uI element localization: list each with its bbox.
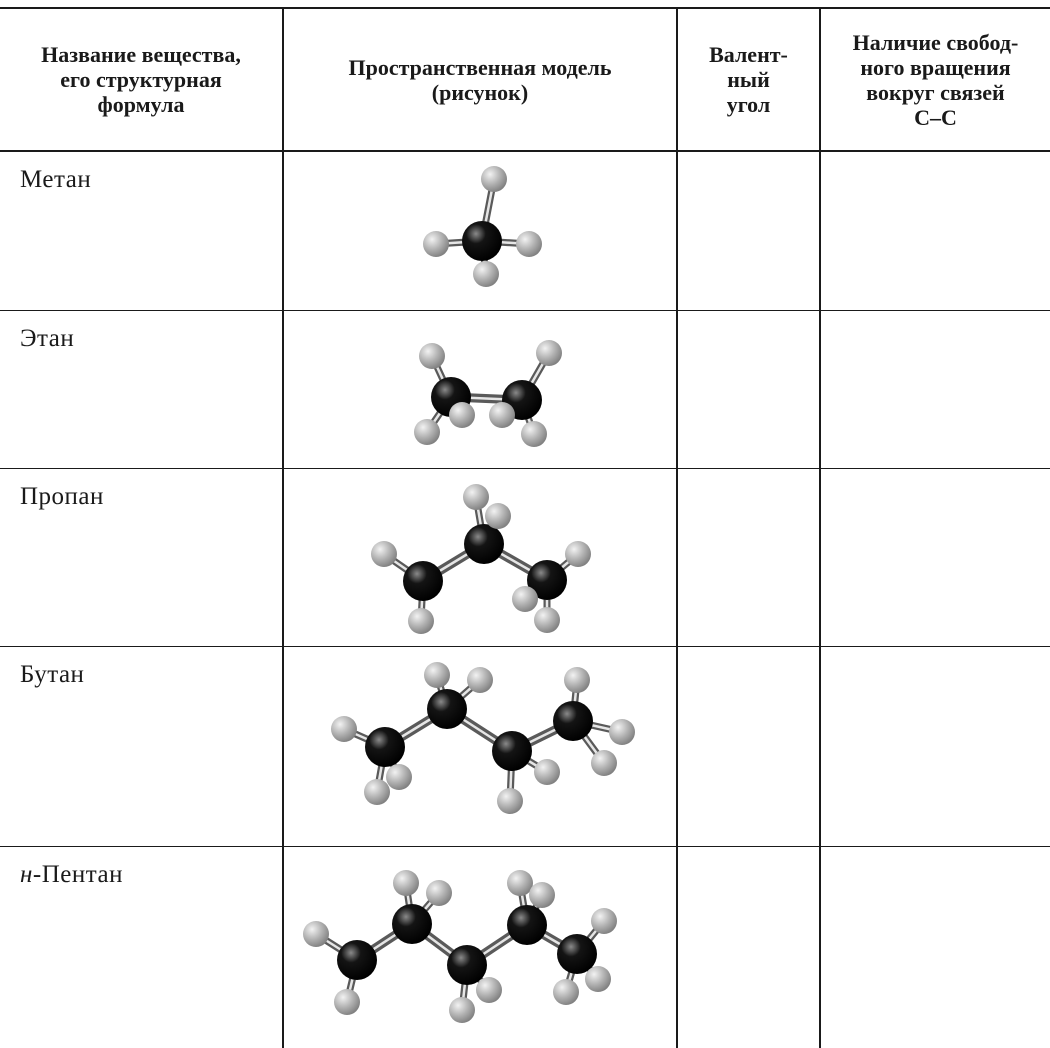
hydrogen-atom: [419, 343, 445, 369]
pentane-model: [303, 870, 617, 1023]
hydrogen-atom: [449, 997, 475, 1023]
carbon-atom: [553, 701, 593, 741]
propane-model: [371, 484, 591, 634]
row-divider-1: [0, 310, 1050, 311]
hydrogen-atom: [424, 662, 450, 688]
column-divider-2: [676, 7, 678, 1048]
header-bottom-border: [0, 150, 1050, 152]
ethane-model: [414, 340, 562, 447]
hydrogen-atom: [565, 541, 591, 567]
row-angle-methane: [678, 152, 819, 310]
header-spatial-model: Пространственная модель (рисунок): [348, 54, 612, 105]
header-free-rotation: Наличие свобод- ного вращения вокруг свя…: [852, 29, 1019, 130]
substance-name-prefix: н: [20, 861, 33, 888]
carbon-atom: [557, 934, 597, 974]
column-divider-3: [819, 7, 821, 1048]
hydrogen-atom: [489, 402, 515, 428]
hydrogen-atom: [585, 966, 611, 992]
carbon-atom: [427, 689, 467, 729]
hydrogen-atom: [408, 608, 434, 634]
substance-name: -Пентан: [32, 861, 123, 888]
hydrogen-atom: [512, 586, 538, 612]
row-rotation-pentane: [821, 847, 1050, 1048]
carbon-atom: [392, 904, 432, 944]
carbon-atom: [462, 221, 502, 261]
hydrogen-atom: [393, 870, 419, 896]
row-angle-propane: [678, 469, 819, 646]
row-rotation-ethane: [821, 311, 1050, 468]
carbon-atom: [337, 940, 377, 980]
substance-name: Этан: [20, 325, 75, 352]
hydrogen-atom: [303, 921, 329, 947]
methane-model: [423, 166, 542, 287]
header-substance-name: Название вещества, его структурная форму…: [41, 42, 241, 117]
row-rotation-butane: [821, 647, 1050, 846]
row-rotation-methane: [821, 152, 1050, 310]
row-rotation-propane: [821, 469, 1050, 646]
carbon-atom: [365, 727, 405, 767]
hydrogen-atom: [414, 419, 440, 445]
carbon-atom: [464, 524, 504, 564]
substance-name: Бутан: [20, 661, 85, 688]
hydrogen-atom: [497, 788, 523, 814]
column-divider-1: [282, 7, 284, 1048]
carbon-atom: [492, 731, 532, 771]
carbon-atom: [447, 945, 487, 985]
hydrogen-atom: [371, 541, 397, 567]
row-name-butane: Бутан: [0, 647, 282, 846]
row-angle-pentane: [678, 847, 819, 1048]
row-name-propane: Пропан: [0, 469, 282, 646]
hydrogen-atom: [536, 340, 562, 366]
row-divider-3: [0, 646, 1050, 647]
hydrogen-atom: [463, 484, 489, 510]
hydrogen-atom: [334, 989, 360, 1015]
hydrogen-atom: [476, 977, 502, 1003]
hydrogen-atom: [591, 908, 617, 934]
hydrogen-atom: [534, 607, 560, 633]
hydrogen-atom: [423, 231, 449, 257]
hydrogen-atom: [564, 667, 590, 693]
substance-name: Пропан: [20, 483, 104, 510]
hydrogen-atom: [481, 166, 507, 192]
carbon-atom: [507, 905, 547, 945]
hydrogen-atom: [507, 870, 533, 896]
row-angle-butane: [678, 647, 819, 846]
table-top-border: [0, 7, 1050, 9]
hydrogen-atom: [485, 503, 511, 529]
hydrogen-atom: [553, 979, 579, 1005]
substance-name: Метан: [20, 166, 92, 193]
hydrogen-atom: [449, 402, 475, 428]
carbon-atom: [403, 561, 443, 601]
hydrogen-atom: [467, 667, 493, 693]
hydrogen-atom: [473, 261, 499, 287]
row-name-methane: Метан: [0, 152, 282, 310]
hydrogen-atom: [516, 231, 542, 257]
row-divider-4: [0, 846, 1050, 847]
hydrogen-atom: [534, 759, 560, 785]
row-divider-2: [0, 468, 1050, 469]
carbon-atom: [527, 560, 567, 600]
hydrogen-atom: [529, 882, 555, 908]
hydrogen-atom: [609, 719, 635, 745]
header-valence-angle: Валент- ный угол: [709, 42, 788, 117]
hydrogen-atom: [364, 779, 390, 805]
row-name-pentane: н-Пентан: [0, 847, 282, 1048]
row-name-ethane: Этан: [0, 311, 282, 468]
butane-model: [331, 662, 635, 814]
hydrogen-atom: [426, 880, 452, 906]
hydrogen-atom: [591, 750, 617, 776]
hydrogen-atom: [386, 764, 412, 790]
hydrogen-atom: [331, 716, 357, 742]
row-angle-ethane: [678, 311, 819, 468]
hydrogen-atom: [521, 421, 547, 447]
